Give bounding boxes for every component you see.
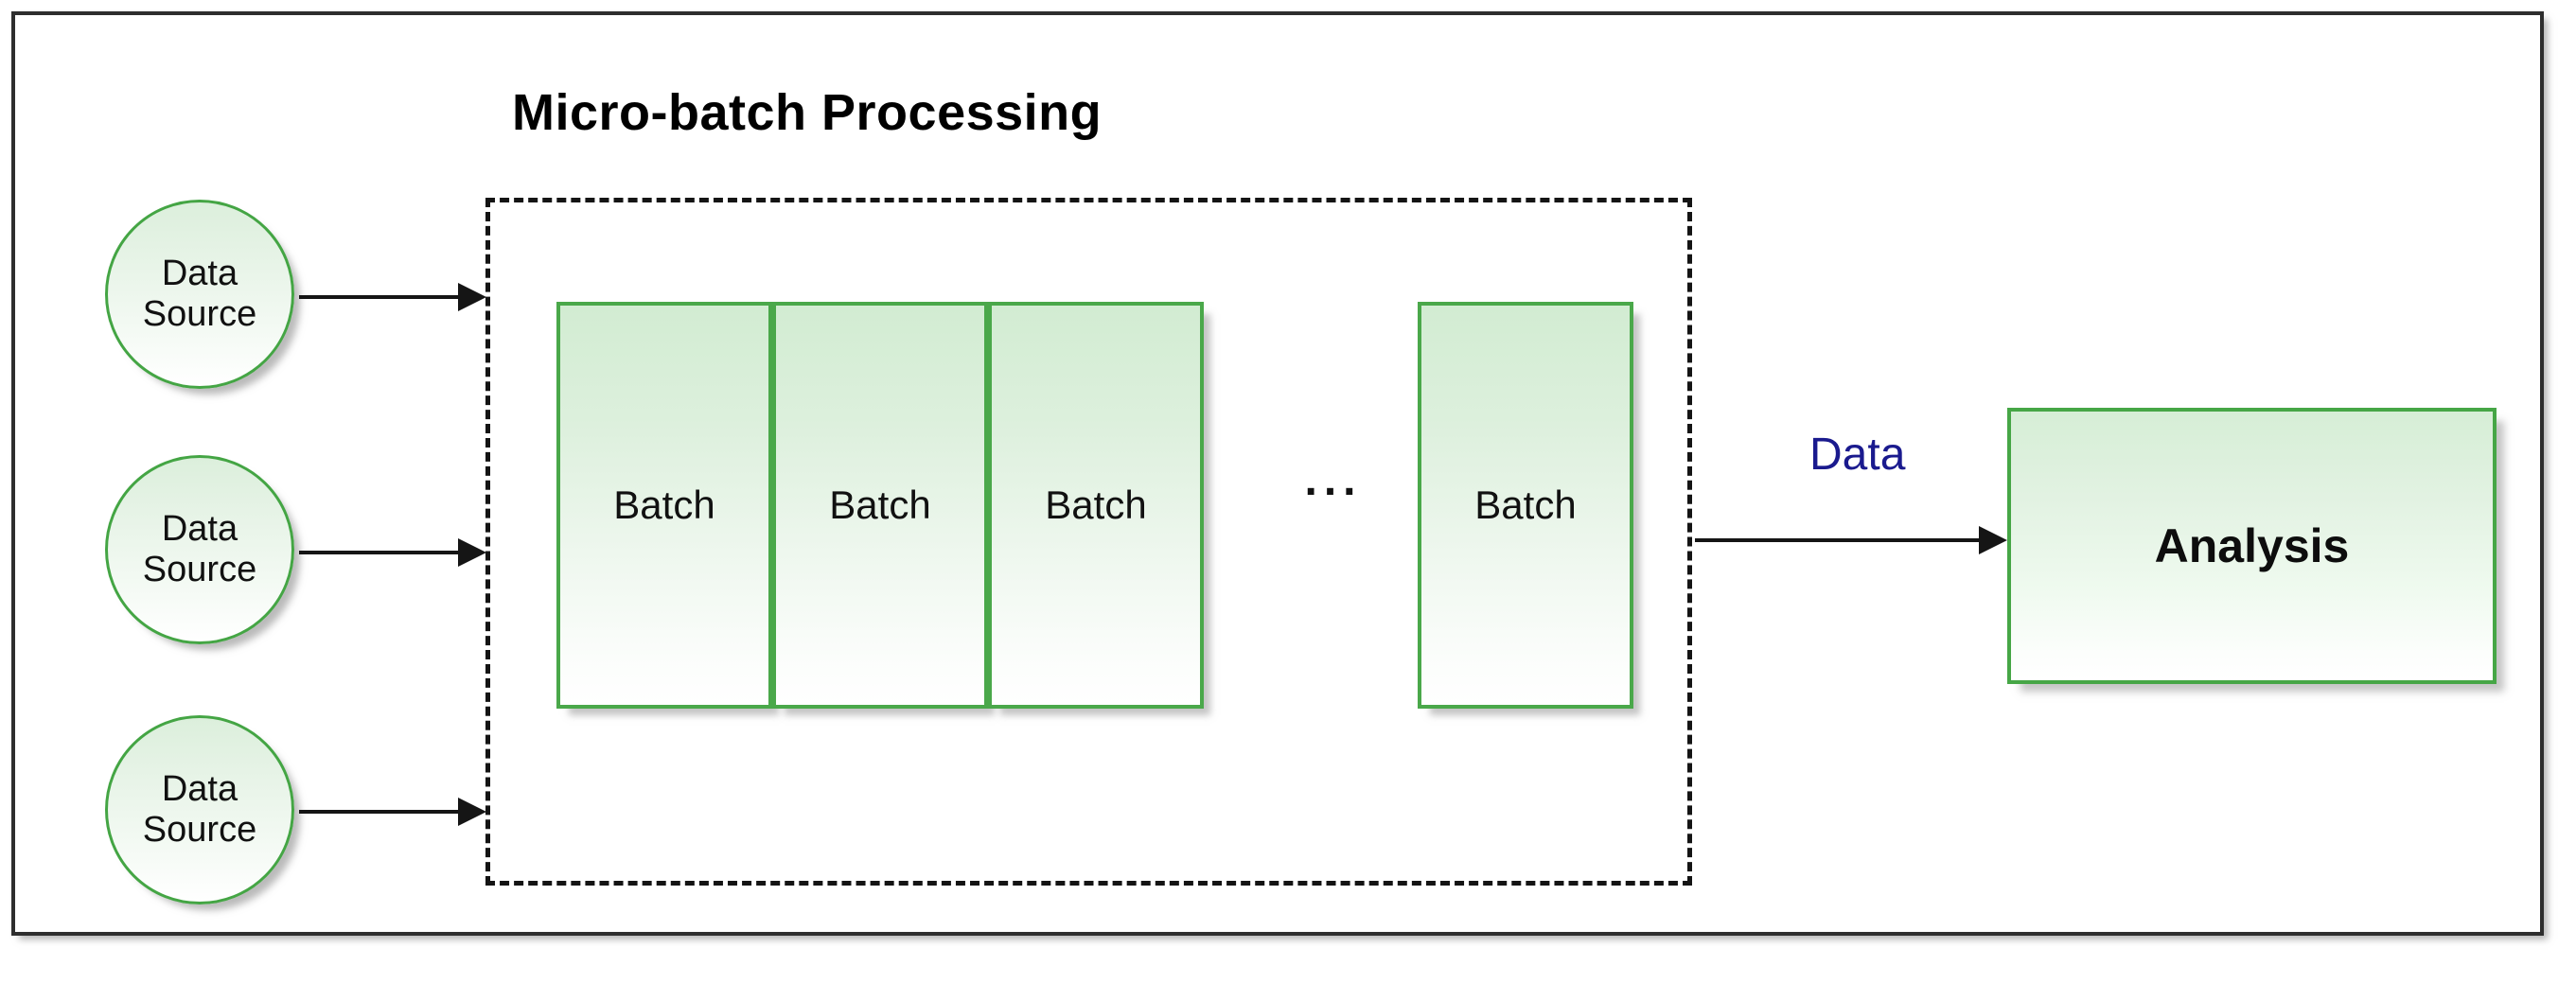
arrow-shaft (1695, 538, 1981, 542)
data-source-label-line1: Data (161, 509, 238, 550)
arrow-head-icon (458, 798, 486, 826)
data-source-label-line2: Source (142, 294, 257, 334)
batch-node-3[interactable]: Batch (988, 302, 1204, 709)
analysis-node[interactable]: Analysis (2007, 408, 2497, 684)
batch-node-2[interactable]: Batch (772, 302, 988, 709)
data-source-label-line1: Data (161, 254, 238, 294)
arrow-head-icon (458, 538, 486, 567)
arrow-head-icon (1979, 526, 2007, 554)
edge-label-data: Data (1809, 430, 1906, 480)
data-source-node-3[interactable]: Data Source (105, 715, 294, 904)
batch-label: Batch (1045, 483, 1147, 527)
analysis-label: Analysis (2154, 519, 2350, 572)
batch-label: Batch (1474, 483, 1577, 527)
batch-label: Batch (613, 483, 715, 527)
batch-ellipsis: ... (1304, 455, 1363, 505)
batch-node-1[interactable]: Batch (556, 302, 772, 709)
arrow-head-icon (458, 283, 486, 311)
arrow-shaft (299, 295, 460, 299)
micro-batch-group-box (485, 198, 1692, 886)
data-source-node-1[interactable]: Data Source (105, 200, 294, 389)
diagram-frame: Micro-batch Processing Data Source Data … (11, 11, 2544, 936)
data-source-label-line1: Data (161, 769, 238, 810)
data-source-label-line2: Source (142, 550, 257, 589)
data-source-label-line2: Source (142, 810, 257, 850)
arrow-shaft (299, 551, 460, 554)
arrow-shaft (299, 810, 460, 814)
batch-node-4[interactable]: Batch (1418, 302, 1633, 709)
batch-label: Batch (829, 483, 931, 527)
data-source-node-2[interactable]: Data Source (105, 455, 294, 644)
page-title: Micro-batch Processing (512, 84, 1103, 141)
